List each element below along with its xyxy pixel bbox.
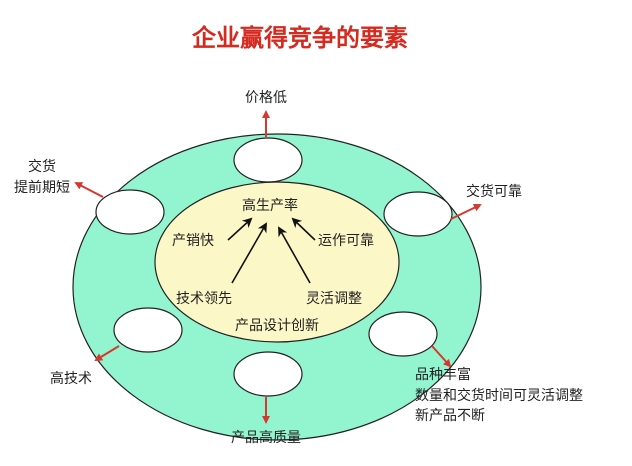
arrow-tech <box>231 222 267 284</box>
node-top <box>233 137 303 183</box>
node-lower-left <box>113 307 183 353</box>
label-lower-right-1: 品种丰富 <box>415 366 471 383</box>
label-upper-right: 交货可靠 <box>466 183 522 200</box>
node-bottom <box>233 351 303 397</box>
label-lower-right-2: 数量和交货时间可灵活调整 <box>415 387 583 404</box>
node-upper-left <box>95 189 165 235</box>
arrow-lower-right <box>431 345 452 368</box>
label-lower-right-3: 新产品不断 <box>415 408 485 424</box>
inner-ellipse <box>154 181 400 343</box>
inner-left-top: 产销快 <box>172 233 214 249</box>
node-upper-right <box>383 191 453 237</box>
label-bottom: 产品高质量 <box>231 429 301 446</box>
arrow-flex <box>278 226 311 284</box>
label-upper-left-1: 交货 <box>28 158 56 175</box>
arrow-sales <box>227 217 253 241</box>
diagram-title: 企业赢得竞争的要素 <box>192 24 408 52</box>
arrow-lower-left <box>94 345 120 362</box>
label-top: 价格低 <box>245 90 287 106</box>
inner-bottom: 产品设计创新 <box>235 318 319 334</box>
label-upper-left-2: 提前期短 <box>14 179 70 196</box>
inner-right-bottom: 灵活调整 <box>306 291 362 307</box>
node-lower-right <box>368 311 438 357</box>
inner-right-top: 运作可靠 <box>318 233 374 249</box>
inner-center: 高生产率 <box>242 197 298 214</box>
arrow-upper-right <box>450 204 482 220</box>
arrow-upper-left <box>74 182 104 198</box>
arrow-reliable <box>291 217 316 241</box>
label-lower-left: 高技术 <box>50 370 92 387</box>
inner-left-bottom: 技术领先 <box>176 291 232 307</box>
